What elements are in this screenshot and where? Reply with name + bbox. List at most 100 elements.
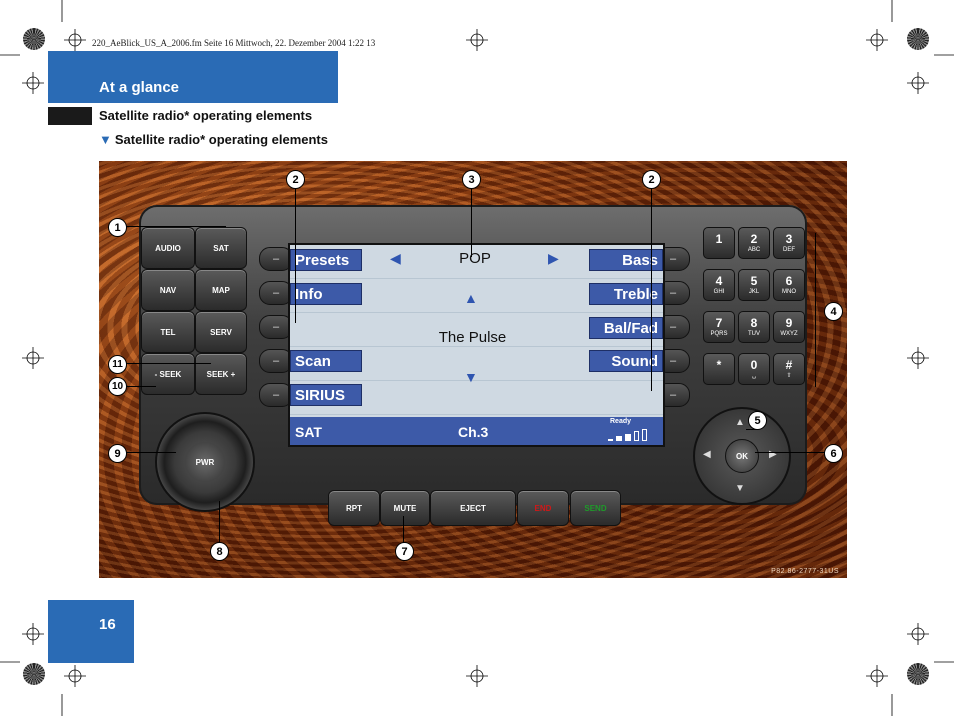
soft-label-presets: Presets (290, 249, 362, 271)
keypad-digit: 3 (785, 232, 793, 246)
keypad-digit: 5 (750, 274, 758, 288)
keypad-letters: GHI (713, 289, 725, 295)
ok-button[interactable]: OK (725, 439, 759, 473)
navigation-pad[interactable]: OK ▲ ▼ ◀ ▶ (693, 407, 791, 505)
power-volume-knob[interactable]: PWR (155, 412, 255, 512)
crosshair-icon (22, 623, 44, 645)
station-name: The Pulse (438, 329, 507, 346)
keypad-letters: ␣ (752, 373, 756, 379)
send-call-button[interactable]: SEND (570, 490, 621, 526)
arrow-right-icon: ▶ (548, 250, 559, 266)
signal-strength-icon (608, 429, 654, 441)
section-marker-bar (48, 107, 92, 125)
arrow-left-icon[interactable]: ◀ (703, 449, 711, 460)
end-call-button[interactable]: END (517, 490, 569, 526)
nav-button[interactable]: NAV (141, 269, 195, 311)
mute-button[interactable]: MUTE (380, 490, 430, 526)
audio-button[interactable]: AUDIO (141, 227, 195, 269)
ready-label: Ready (610, 418, 632, 425)
radio-display: Presets Info Scan SIRIUS Bass Treble Bal… (288, 243, 665, 447)
arrow-down-icon[interactable]: ▼ (735, 483, 745, 494)
soft-label-treble: Treble (589, 283, 663, 305)
left-soft-key-4[interactable]: – (259, 349, 293, 373)
soft-label-sound: Sound (589, 350, 663, 372)
display-status-bar: SAT Ch.3 Ready (290, 417, 663, 445)
sat-button[interactable]: SAT (195, 227, 247, 269)
crosshair-icon (22, 347, 44, 369)
figure-code: P82.86-2777-31US (771, 568, 839, 575)
keypad-key-star[interactable]: * (703, 353, 735, 385)
arrow-down-icon: ▼ (464, 369, 478, 385)
keypad-letters: MNO (782, 289, 796, 295)
keypad-key-hash[interactable]: #⇧ (773, 353, 805, 385)
seek-down-button[interactable]: - SEEK (141, 353, 195, 395)
rpt-button[interactable]: RPT (328, 490, 380, 526)
pwr-label: PWR (195, 457, 215, 467)
soft-label-bass: Bass (589, 249, 663, 271)
keypad-letters: DEF (783, 247, 795, 253)
section-tab-title: At a glance (99, 79, 180, 96)
soft-label-scan: Scan (290, 350, 362, 372)
keypad-digit: 2 (750, 232, 758, 246)
leader-line (126, 386, 156, 387)
arrow-left-icon: ◀ (390, 250, 401, 266)
left-soft-key-5[interactable]: – (259, 383, 293, 407)
leader-line (126, 452, 176, 453)
keypad-digit: # (785, 358, 793, 372)
callout-2-left: 2 (286, 170, 305, 189)
callout-2-right: 2 (642, 170, 661, 189)
callout-9: 9 (108, 444, 127, 463)
keypad-digit: 8 (750, 316, 758, 330)
crosshair-icon (466, 665, 488, 687)
keypad-key-1[interactable]: 1 (703, 227, 735, 259)
keypad-letters: ABC (747, 247, 761, 253)
callout-10: 10 (108, 377, 127, 396)
registration-rosette-icon (907, 663, 929, 685)
crosshair-icon (907, 347, 929, 369)
left-soft-key-3[interactable]: – (259, 315, 293, 339)
keypad-letters: PQRS (710, 331, 728, 337)
crosshair-icon (907, 623, 929, 645)
crosshair-icon (866, 665, 888, 687)
display-background (290, 245, 663, 445)
leader-line (126, 363, 211, 364)
callout-11: 11 (108, 355, 127, 374)
keypad-letters: WXYZ (780, 331, 798, 337)
leader-line (815, 233, 816, 387)
radio-figure: AUDIO SAT NAV MAP TEL SERV - SEEK SEEK +… (99, 161, 847, 578)
serv-button[interactable]: SERV (195, 311, 247, 353)
keypad-key-0[interactable]: 0␣ (738, 353, 770, 385)
arrow-up-icon: ▲ (464, 290, 478, 306)
soft-label-info: Info (290, 283, 362, 305)
crosshair-icon (22, 72, 44, 94)
map-button[interactable]: MAP (195, 269, 247, 311)
channel-label: Ch.3 (458, 424, 489, 440)
arrow-right-icon[interactable]: ▶ (769, 449, 777, 460)
crosshair-icon (866, 29, 888, 51)
eject-button[interactable]: EJECT (430, 490, 516, 526)
leader-line (746, 429, 758, 430)
triangle-down-icon: ▼ (99, 132, 112, 147)
crosshair-icon (64, 29, 86, 51)
tel-button[interactable]: TEL (141, 311, 195, 353)
callout-1: 1 (108, 218, 127, 237)
leader-line (403, 516, 404, 549)
seek-up-button[interactable]: SEEK + (195, 353, 247, 395)
page-title: Satellite radio* operating elements (99, 108, 313, 123)
soft-label-sirius: SIRIUS (290, 384, 362, 406)
keypad-digit: 1 (715, 232, 723, 246)
leader-line (219, 501, 220, 548)
arrow-up-icon[interactable]: ▲ (735, 417, 745, 428)
keypad-letters: ⇧ (786, 373, 792, 379)
keypad-digit: 4 (715, 274, 723, 288)
